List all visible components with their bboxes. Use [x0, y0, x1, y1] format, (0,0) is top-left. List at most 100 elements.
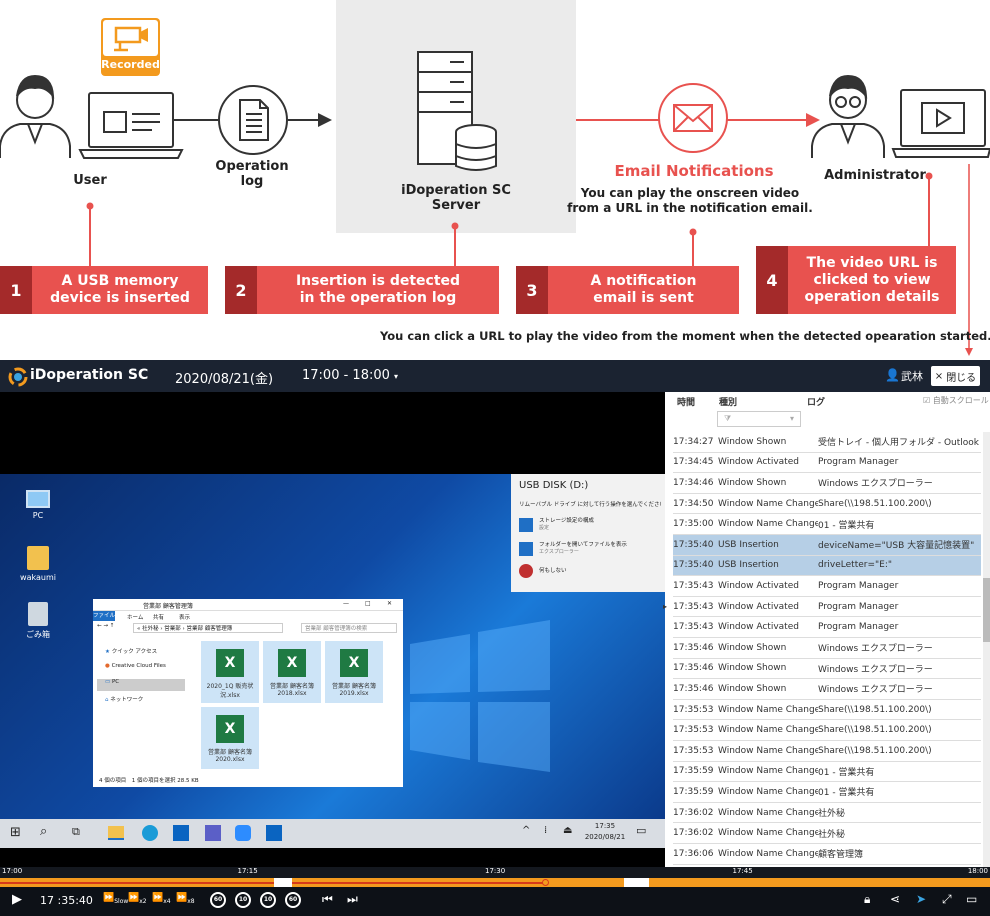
- type-filter-select[interactable]: ⧩ ▾: [717, 411, 801, 427]
- teams-icon[interactable]: [205, 825, 221, 841]
- search-icon[interactable]: ⌕: [40, 824, 48, 839]
- autoplay-option-open-folder[interactable]: フォルダーを開いてファイルを表示 エクスプローラー: [519, 540, 661, 558]
- minimize-icon[interactable]: —: [343, 600, 349, 607]
- nav-item-creative-cloud[interactable]: ● Creative Cloud Files: [97, 663, 185, 679]
- log-text: Share(\\198.51.100.200\): [818, 745, 932, 756]
- speed-x2-button[interactable]: ⏩x2: [128, 893, 147, 905]
- fullscreen-icon[interactable]: ⤢: [942, 892, 952, 906]
- autoplay-option-storage[interactable]: ストレージ設定の構成 設定: [519, 516, 661, 534]
- log-text: 社外秘: [818, 829, 846, 840]
- timeline-tick-label: 17:00: [2, 867, 23, 875]
- file-item[interactable]: X 営業部 顧客名簿 2018.xlsx: [263, 641, 321, 703]
- log-type: Window Shown: [718, 663, 787, 674]
- desktop-icon-recycle-bin[interactable]: ごみ箱: [14, 602, 62, 640]
- speed-slow-button[interactable]: ⏩Slow: [103, 893, 129, 905]
- ribbon-tab-home[interactable]: ホーム: [127, 615, 144, 621]
- tray-network-icon[interactable]: ⁞: [544, 825, 548, 836]
- edge-icon[interactable]: [142, 825, 158, 841]
- outlook-icon[interactable]: [266, 825, 282, 841]
- brand-logo-icon: [8, 367, 28, 387]
- timeline-scrub-handle[interactable]: [541, 879, 549, 886]
- play-icon[interactable]: ▶: [12, 892, 22, 907]
- close-button[interactable]: × 閉じる: [931, 366, 980, 386]
- ribbon-tab-share[interactable]: 共有: [153, 615, 165, 621]
- log-header-type: 種別: [719, 398, 738, 408]
- ribbon-tab-view[interactable]: 表示: [179, 615, 191, 621]
- speed-x4-button[interactable]: ⏩x4: [152, 893, 171, 905]
- nav-arrows-icon[interactable]: ← → ↑: [97, 623, 115, 629]
- forward-60-button[interactable]: 60: [285, 892, 301, 908]
- address-bar[interactable]: ← → ↑ « 社外秘 › 営業部 › 営業部 顧客管理簿 営業部 顧客管理簿の…: [97, 623, 397, 633]
- window-close-icon[interactable]: ✕: [387, 600, 393, 607]
- rewind-10-button[interactable]: 10: [235, 892, 251, 908]
- desktop-icon-pc[interactable]: PC: [14, 490, 62, 520]
- log-type: Window Name Changed: [718, 725, 818, 736]
- ribbon-tab-file[interactable]: ファイル: [93, 611, 116, 621]
- previous-icon[interactable]: ⏮: [322, 892, 333, 906]
- outlook-icon[interactable]: [173, 825, 189, 841]
- desktop-icon-user[interactable]: wakaumi: [14, 546, 62, 582]
- comment-icon[interactable]: ▭: [966, 892, 978, 906]
- nav-item-quick-access[interactable]: ★ クイック アクセス: [97, 647, 185, 663]
- autoscroll-toggle[interactable]: ☑ 自動スクロール: [923, 395, 989, 406]
- file-item[interactable]: X 営業部 顧客名簿 2019.xlsx: [325, 641, 383, 703]
- zoom-icon[interactable]: [235, 825, 251, 841]
- log-scrollbar[interactable]: [983, 432, 990, 868]
- timeline-track[interactable]: [0, 878, 990, 887]
- task-view-icon[interactable]: ⧉: [72, 825, 80, 838]
- option-sub: エクスプローラー: [539, 549, 579, 555]
- rewind-60-button[interactable]: 60: [210, 892, 226, 908]
- brand-name: iDoperation SC: [30, 367, 149, 383]
- taskbar-date: 2020/08/21: [584, 833, 626, 841]
- rocket-icon[interactable]: ➤: [916, 892, 927, 906]
- collapse-arrow-icon[interactable]: ▸: [663, 602, 668, 611]
- start-icon[interactable]: ⊞: [10, 825, 21, 840]
- notification-icon[interactable]: ▭: [636, 824, 647, 837]
- email-subtitle-line1: You can play the onscreen video: [580, 186, 800, 200]
- next-icon[interactable]: ⏭: [347, 892, 358, 906]
- excel-file-icon: X: [216, 649, 244, 677]
- speed-x8-button[interactable]: ⏩x8: [176, 893, 195, 905]
- nav-item-network[interactable]: ⌂ ネットワーク: [97, 691, 185, 707]
- server-label: iDoperation SC Server: [401, 183, 511, 213]
- maximize-icon[interactable]: □: [365, 600, 371, 607]
- log-scrollbar-thumb[interactable]: [983, 578, 990, 642]
- lock-icon[interactable]: 🔒︎: [864, 892, 871, 906]
- forward-10-button[interactable]: 10: [260, 892, 276, 908]
- file-item[interactable]: X 2020_1Q 販売状況.xlsx: [201, 641, 259, 703]
- email-subtitle-line2: from a URL in the notification email.: [567, 201, 813, 215]
- recorded-screen-video[interactable]: PC wakaumi ごみ箱 USB DISK (D:) リムーバブル ドライブ…: [0, 392, 665, 870]
- log-type: Window Activated: [718, 601, 799, 612]
- file-item[interactable]: X 営業部 顧客名簿 2020.xlsx: [201, 707, 259, 769]
- search-box[interactable]: 営業部 顧客管理簿の検索: [301, 623, 397, 633]
- file-explorer-icon[interactable]: [108, 826, 124, 840]
- tray-usb-icon[interactable]: ⏏: [563, 825, 573, 836]
- share-icon[interactable]: ⋖: [890, 892, 901, 906]
- tray-chevron-up-icon[interactable]: ^: [522, 825, 531, 836]
- autoplay-option-nothing[interactable]: 何もしない: [519, 562, 661, 580]
- nav-item-pc[interactable]: ▭ PC: [97, 679, 185, 691]
- time-range-select[interactable]: 17:00 - 18:00 ▾: [302, 368, 398, 383]
